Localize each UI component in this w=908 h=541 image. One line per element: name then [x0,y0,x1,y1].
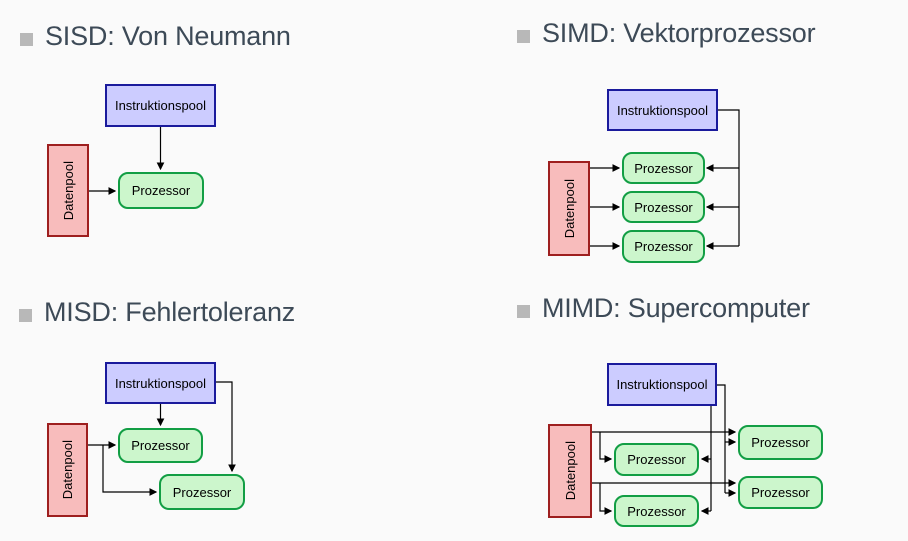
prozessor-node: Prozessor [118,172,204,209]
prozessor-node-2: Prozessor [614,495,699,527]
edge-data-to-proc2 [102,445,158,496]
instruktionspool-node: Instruktionspool [105,84,216,127]
datenpool-label: Datenpool [562,441,578,501]
prozessor-label: Prozessor [627,503,686,519]
simd-diagram: Instruktionspool Datenpool Prozessor Pro… [540,85,850,270]
edge-instr-trunk [718,109,740,246]
mimd-title: MIMD: Supercomputer [542,293,810,323]
prozessor-label: Prozessor [131,438,190,453]
instruktionspool-node: Instruktionspool [105,362,216,404]
simd-title-row: SIMD: Vektorprozessor [517,18,816,49]
prozessor-node-1: Prozessor [118,428,203,463]
prozessor-node-3: Prozessor [738,425,823,460]
prozessor-label: Prozessor [751,485,810,500]
bullet-square-icon [517,305,530,318]
prozessor-node-1: Prozessor [622,152,705,184]
prozessor-label: Prozessor [627,452,686,467]
prozessor-node-2: Prozessor [159,474,245,510]
datenpool-node: Datenpool [548,161,590,256]
prozessor-node-1: Prozessor [614,443,699,476]
instruktionspool-label: Instruktionspool [114,98,207,113]
instruktionspool-label: Instruktionspool [616,377,708,392]
datenpool-label: Datenpool [561,178,577,239]
prozessor-node-4: Prozessor [738,476,823,509]
edge-instr-to-proc2 [216,381,236,473]
prozessor-label: Prozessor [634,239,693,254]
prozessor-node-3: Prozessor [622,230,705,263]
edge-data-to-lproc1 [599,432,613,463]
sisd-diagram: Instruktionspool Datenpool Prozessor [40,80,305,250]
bullet-square-icon [517,30,530,43]
misd-title-row: MISD: Fehlertoleranz [19,297,295,328]
misd-title: MISD: Fehlertoleranz [44,297,296,327]
bullet-square-icon [19,309,32,322]
misd-edges-svg [88,381,236,496]
mimd-edges-svg [592,384,737,515]
datenpool-node: Datenpool [548,424,592,518]
prozessor-label: Prozessor [131,183,191,198]
simd-title: SIMD: Vektorprozessor [542,18,816,48]
instruktionspool-node: Instruktionspool [607,363,717,406]
simd-edges-svg [590,109,740,250]
datenpool-label: Datenpool [60,160,76,221]
sisd-edges-svg [89,127,165,195]
prozessor-label: Prozessor [751,435,810,450]
datenpool-node: Datenpool [47,423,88,517]
instruktionspool-node: Instruktionspool [607,89,718,131]
mimd-diagram: Instruktionspool Datenpool Prozessor Pro… [540,355,850,540]
prozessor-label: Prozessor [172,484,232,500]
prozessor-label: Prozessor [634,160,693,176]
edge-data-to-lproc2 [599,483,613,515]
datenpool-label: Datenpool [60,440,75,500]
sisd-title-row: SISD: Von Neumann [20,21,291,52]
edge-instr-outer-trunk [717,384,726,493]
misd-diagram: Instruktionspool Datenpool Prozessor Pro… [40,355,325,535]
bullet-square-icon [20,33,33,46]
prozessor-label: Prozessor [634,199,693,215]
prozessor-node-2: Prozessor [622,191,705,223]
datenpool-node: Datenpool [47,144,89,237]
mimd-title-row: MIMD: Supercomputer [517,293,810,324]
instruktionspool-label: Instruktionspool [114,375,207,391]
sisd-title: SISD: Von Neumann [45,21,291,51]
instruktionspool-label: Instruktionspool [616,102,709,118]
